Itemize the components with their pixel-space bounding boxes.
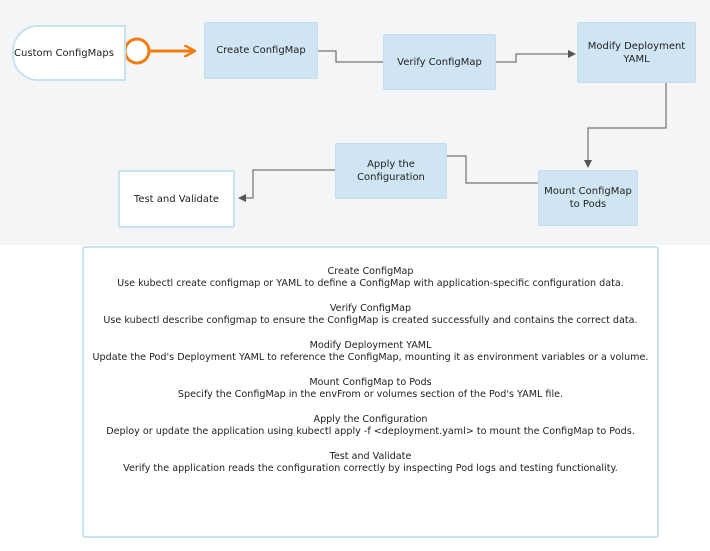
- step-title: Test and Validate: [329, 451, 412, 462]
- step-mount-configmap: Mount ConfigMap to Pods Specify the Conf…: [90, 377, 651, 401]
- node-create-label: Create ConfigMap: [216, 45, 306, 56]
- edge-verify-modify: [496, 50, 576, 63]
- step-title: Modify Deployment YAML: [309, 340, 432, 351]
- step-title: Apply the Configuration: [313, 414, 428, 425]
- step-title: Verify ConfigMap: [329, 303, 412, 314]
- start-node-label: Custom ConfigMaps: [14, 47, 114, 59]
- step-description: Specify the ConfigMap in the envFrom or …: [177, 389, 564, 400]
- edge-create-verify: [318, 50, 383, 63]
- node-test-and-validate: Test and Validate: [118, 170, 235, 228]
- step-verify-configmap: Verify ConfigMap Use kubectl describe co…: [90, 303, 651, 327]
- edge-mount-apply: [447, 155, 538, 184]
- step-description: Use kubectl create configmap or YAML to …: [117, 278, 624, 289]
- edge-apply-test: [238, 169, 335, 202]
- step-description: Verify the application reads the configu…: [123, 463, 618, 474]
- step-description: Use kubectl describe configmap to ensure…: [103, 315, 638, 326]
- node-modify-deployment-yaml: Modify Deployment YAML: [577, 22, 696, 83]
- node-mount-configmap: Mount ConfigMap to Pods: [538, 170, 638, 226]
- node-test-label: Test and Validate: [133, 193, 220, 205]
- step-description: Deploy or update the application using k…: [106, 426, 635, 437]
- node-apply-configuration: Apply the Configuration: [335, 143, 447, 199]
- steps-panel: Create ConfigMap Use kubectl create conf…: [82, 246, 659, 538]
- step-description: Update the Pod's Deployment YAML to refe…: [92, 352, 649, 363]
- node-verify-label: Verify ConfigMap: [397, 56, 482, 68]
- node-apply-label: Apply the Configuration: [357, 159, 425, 183]
- node-verify-configmap: Verify ConfigMap: [383, 34, 496, 90]
- node-mount-label: Mount ConfigMap to Pods: [544, 186, 632, 210]
- step-title: Create ConfigMap: [327, 266, 414, 277]
- connector-circle-icon: [123, 37, 151, 65]
- edge-modify-mount: [584, 83, 667, 168]
- node-create-configmap: Create ConfigMap: [204, 22, 318, 79]
- step-create-configmap: Create ConfigMap Use kubectl create conf…: [90, 266, 651, 290]
- step-apply-configuration: Apply the Configuration Deploy or update…: [90, 414, 651, 438]
- node-modify-label: Modify Deployment YAML: [587, 40, 686, 65]
- step-test-and-validate: Test and Validate Verify the application…: [90, 451, 651, 475]
- step-title: Mount ConfigMap to Pods: [309, 377, 432, 388]
- start-node-custom-configmaps: Custom ConfigMaps: [12, 25, 126, 81]
- step-modify-deployment-yaml: Modify Deployment YAML Update the Pod's …: [90, 340, 651, 364]
